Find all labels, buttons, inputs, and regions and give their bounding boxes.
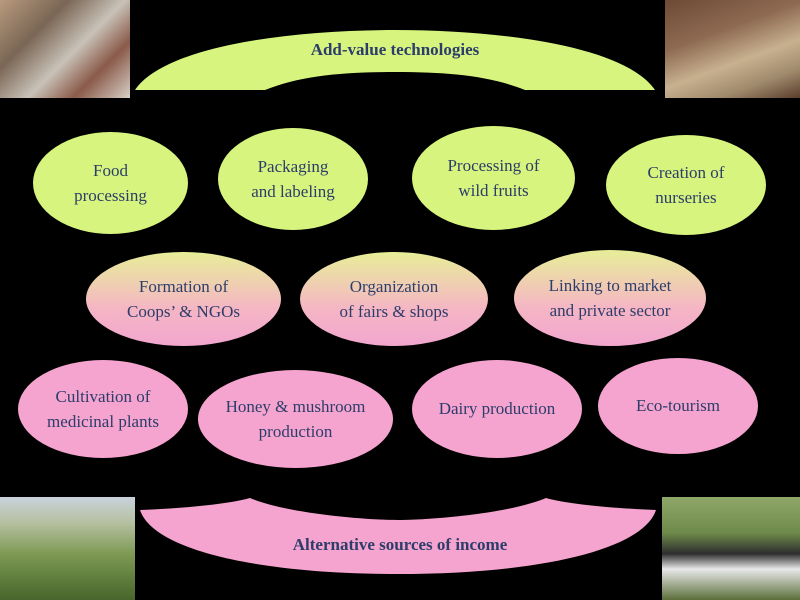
node-label-line2: medicinal plants — [47, 412, 159, 431]
node-label-line2: nurseries — [655, 188, 717, 207]
photo-ecotourism-group — [662, 497, 800, 600]
linking-market-node: Linking to market and private sector — [514, 250, 706, 346]
processing-wild-fruits-node: Processing of wild fruits — [412, 126, 575, 230]
node-label-line1: Food — [93, 160, 128, 180]
bottom-banner-shape — [140, 498, 656, 574]
honey-mushroom-node: Honey & mushroom production — [198, 370, 393, 468]
photo-food-processing-women — [0, 0, 130, 98]
node-label-line1: Eco-tourism — [635, 396, 721, 416]
node-label-line2: and labeling — [251, 182, 335, 201]
eco-tourism-node: Eco-tourism — [598, 358, 758, 454]
node-label-line1: Linking to market — [548, 275, 672, 295]
node-label-line2: Coops’ & NGOs — [126, 302, 241, 321]
node-label-line2: processing — [74, 186, 147, 205]
top-banner-title: Add-value technologies — [310, 40, 480, 59]
dairy-production-node: Dairy production — [412, 360, 582, 458]
node-label-line1: Dairy production — [438, 399, 556, 419]
node-label-line1: Processing of — [447, 155, 540, 175]
node-label-line1: Creation of — [647, 162, 725, 182]
photo-medicinal-plants-field — [0, 497, 135, 600]
node-label-line1: Honey & mushroom — [225, 396, 366, 416]
node-label-line2: wild fruits — [458, 181, 529, 200]
bottom-banner-title: Alternative sources of income — [292, 535, 508, 554]
organization-fairs-shops-node: Organization of fairs & shops — [300, 252, 488, 346]
node-label-line2: production — [258, 422, 333, 441]
photo-market-products — [665, 0, 800, 98]
node-label-line1: Formation of — [138, 276, 229, 296]
packaging-labeling-node: Packaging and labeling — [218, 128, 368, 230]
node-label-line2: and private sector — [549, 301, 671, 320]
node-label-line1: Packaging — [257, 156, 329, 176]
node-label-line1: Organization — [349, 276, 439, 296]
node-label-line1: Cultivation of — [55, 386, 151, 406]
formation-coops-ngos-node: Formation of Coops’ & NGOs — [86, 252, 281, 346]
food-processing-node: Food processing — [33, 132, 188, 234]
node-label-line2: of fairs & shops — [339, 302, 449, 321]
top-banner-shape — [135, 30, 655, 90]
creation-nurseries-node: Creation of nurseries — [606, 135, 766, 235]
cultivation-medicinal-plants-node: Cultivation of medicinal plants — [18, 360, 188, 458]
